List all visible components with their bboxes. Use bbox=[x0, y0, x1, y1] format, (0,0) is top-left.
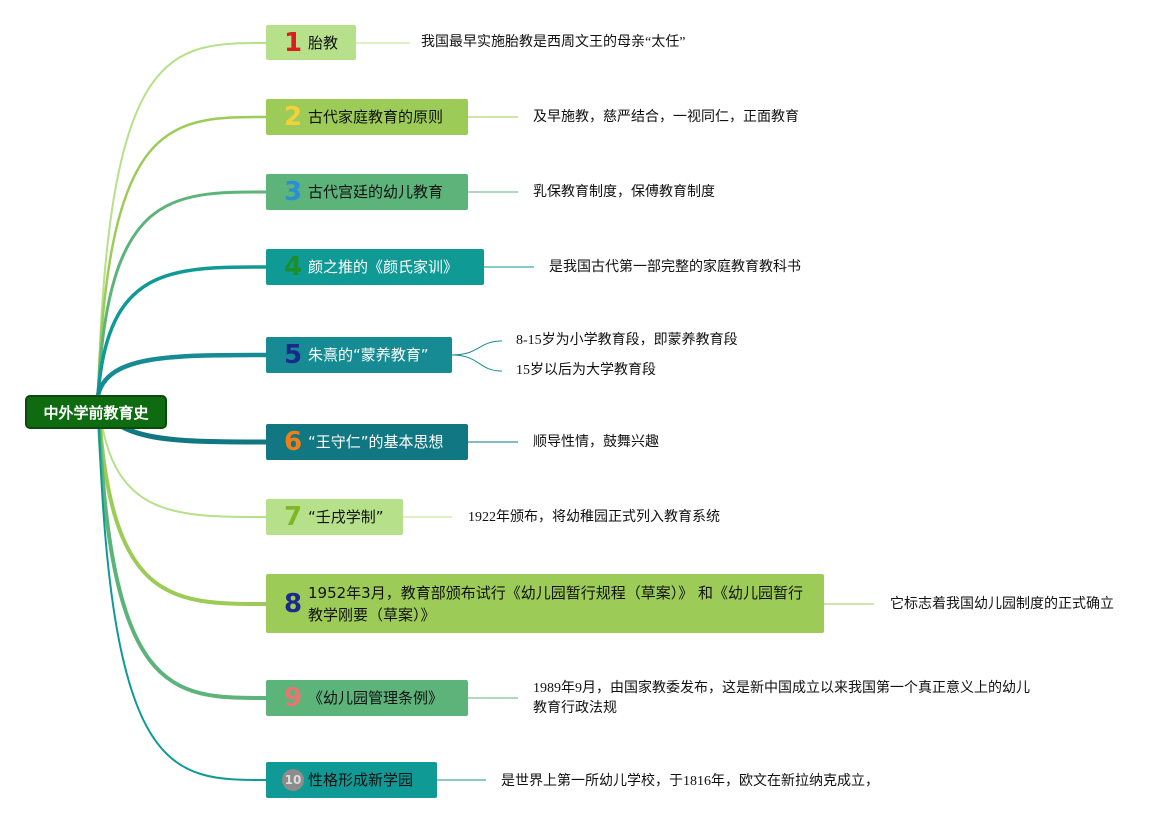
branch-node-8[interactable]: 8 1952年3月，教育部颁布试行《幼儿园暂行规程（草案）》 和《幼儿园暂行教学… bbox=[266, 574, 824, 633]
branch-node-3[interactable]: 3 古代宫廷的幼儿教育 bbox=[266, 174, 468, 210]
branch-number: 7 bbox=[284, 502, 303, 532]
branch-label: 性格形成新学园 bbox=[308, 771, 414, 789]
branch-connector bbox=[96, 394, 267, 700]
branch-connector bbox=[97, 394, 267, 518]
detail-text: 乳保教育制度，保傅教育制度 bbox=[533, 185, 715, 200]
detail-connector bbox=[451, 354, 503, 372]
branch-node-1[interactable]: 1 胎教 bbox=[266, 25, 356, 60]
branch-number: 1 bbox=[284, 27, 303, 58]
detail-text: 我国最早实施胎教是西周文王的母亲“太任” bbox=[421, 35, 686, 50]
branch-node-9[interactable]: 9 《幼儿园管理条例》 bbox=[266, 680, 468, 716]
branch-label: 古代家庭教育的原则 bbox=[308, 108, 444, 126]
branch-node-7[interactable]: 7 “壬戌学制” bbox=[266, 499, 403, 535]
detail-text: 1989年9月，由国家教委发布，这是新中国成立以来我国第一个真正意义上的幼儿教育… bbox=[533, 681, 1030, 716]
detail-text: 是我国古代第一部完整的家庭教育教科书 bbox=[549, 260, 801, 275]
detail-text: 它标志着我国幼儿园制度的正式确立 bbox=[890, 597, 1114, 612]
branch-node-6[interactable]: 6 “王守仁”的基本思想 bbox=[266, 424, 468, 460]
branch-connector bbox=[96, 265, 267, 396]
detail-connector bbox=[451, 340, 503, 356]
branch-number: 6 bbox=[284, 427, 303, 457]
detail-text: 8-15岁为小学教育段，即蒙养教育段 bbox=[516, 333, 738, 348]
branch-label: 胎教 bbox=[308, 33, 339, 52]
branch-number: 3 bbox=[284, 177, 303, 207]
branch-connector bbox=[97, 42, 267, 396]
branch-number: 5 bbox=[284, 340, 303, 370]
branch-label: 《幼儿园管理条例》 bbox=[308, 689, 444, 707]
detail-text: 是世界上第一所幼儿学校，于1816年，欧文在新拉纳克成立， bbox=[501, 774, 879, 789]
branch-label: 颜之推的《颜氏家训》 bbox=[308, 258, 459, 276]
branch-connector bbox=[96, 115, 267, 396]
branch-label: 古代宫廷的幼儿教育 bbox=[308, 183, 444, 201]
detail-text: 1922年颁布，将幼稚园正式列入教育系统 bbox=[468, 510, 720, 525]
branch-node-2[interactable]: 2 古代家庭教育的原则 bbox=[266, 99, 468, 135]
detail-text: 及早施教，慈严结合，一视同仁，正面教育 bbox=[533, 110, 799, 125]
branch-connector bbox=[96, 394, 267, 606]
branch-label: “王守仁”的基本思想 bbox=[308, 433, 444, 451]
branch-node-5[interactable]: 5 朱熹的“蒙养教育” bbox=[266, 337, 452, 373]
branch-number: 10 bbox=[282, 769, 304, 791]
root-label: 中外学前教育史 bbox=[43, 403, 149, 422]
branch-number: 8 bbox=[284, 588, 303, 619]
branch-node-4[interactable]: 4 颜之推的《颜氏家训》 bbox=[266, 249, 484, 285]
detail-text: 15岁以后为大学教育段 bbox=[516, 363, 656, 378]
branch-label: 朱熹的“蒙养教育” bbox=[308, 346, 429, 364]
branch-label: 1952年3月，教育部颁布试行《幼儿园暂行规程（草案）》 和《幼儿园暂行教学刚要… bbox=[308, 583, 803, 624]
root-node[interactable]: 中外学前教育史 bbox=[25, 395, 167, 429]
detail-text: 顺导性情，鼓舞兴趣 bbox=[533, 435, 659, 450]
branch-label: “壬戌学制” bbox=[308, 508, 384, 526]
branch-connector bbox=[96, 190, 267, 396]
branch-connector bbox=[95, 352, 267, 396]
branch-node-10[interactable]: 10 性格形成新学园 bbox=[266, 762, 437, 798]
branch-number: 2 bbox=[284, 102, 303, 132]
branch-number: 9 bbox=[284, 683, 303, 713]
branch-connector bbox=[97, 394, 267, 781]
branch-number: 4 bbox=[284, 252, 303, 282]
